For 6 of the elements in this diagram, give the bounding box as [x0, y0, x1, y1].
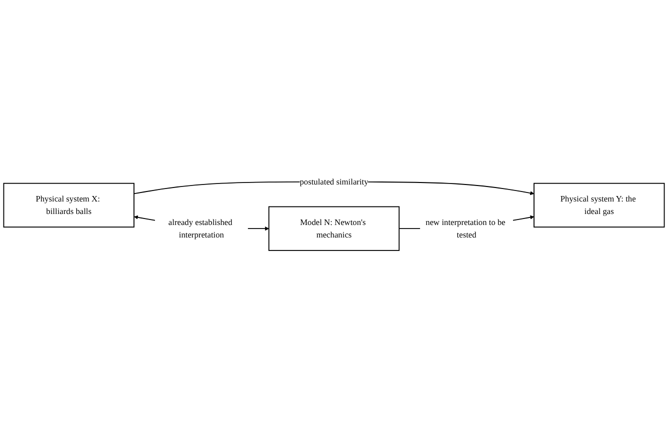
node-box: Model N: Newton's mechanics — [268, 206, 400, 251]
node-box: Physical system X: billiards balls — [3, 182, 134, 228]
edge-label: postulated similarity — [300, 176, 368, 186]
edge-label: new interpretation to be tested — [426, 217, 506, 240]
node-box: Physical system Y: the ideal gas — [534, 182, 665, 228]
edge-label: already established interpretation — [168, 217, 232, 240]
